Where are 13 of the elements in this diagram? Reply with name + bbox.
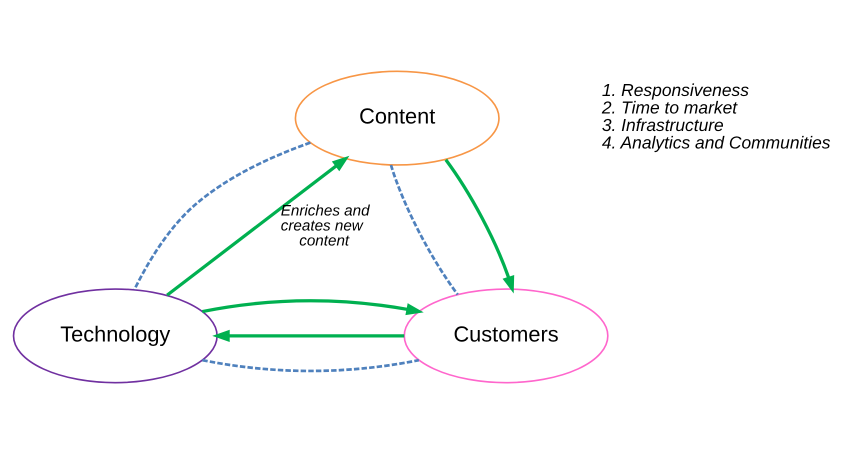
connector xyxy=(202,358,420,372)
arrow xyxy=(166,156,350,296)
label: 3. Infrastructure xyxy=(602,115,724,135)
arrow xyxy=(202,299,424,316)
node-ellipse: Content xyxy=(294,70,500,166)
arrow xyxy=(444,158,514,294)
node-ellipse: Technology xyxy=(12,288,218,384)
label: 1. Responsiveness xyxy=(602,80,749,100)
connector xyxy=(390,164,459,296)
label: 4. Analytics and Communities xyxy=(602,132,830,152)
connector xyxy=(133,141,311,290)
arrow xyxy=(212,330,404,342)
edge-label: Enriches and creates new content xyxy=(280,202,370,250)
